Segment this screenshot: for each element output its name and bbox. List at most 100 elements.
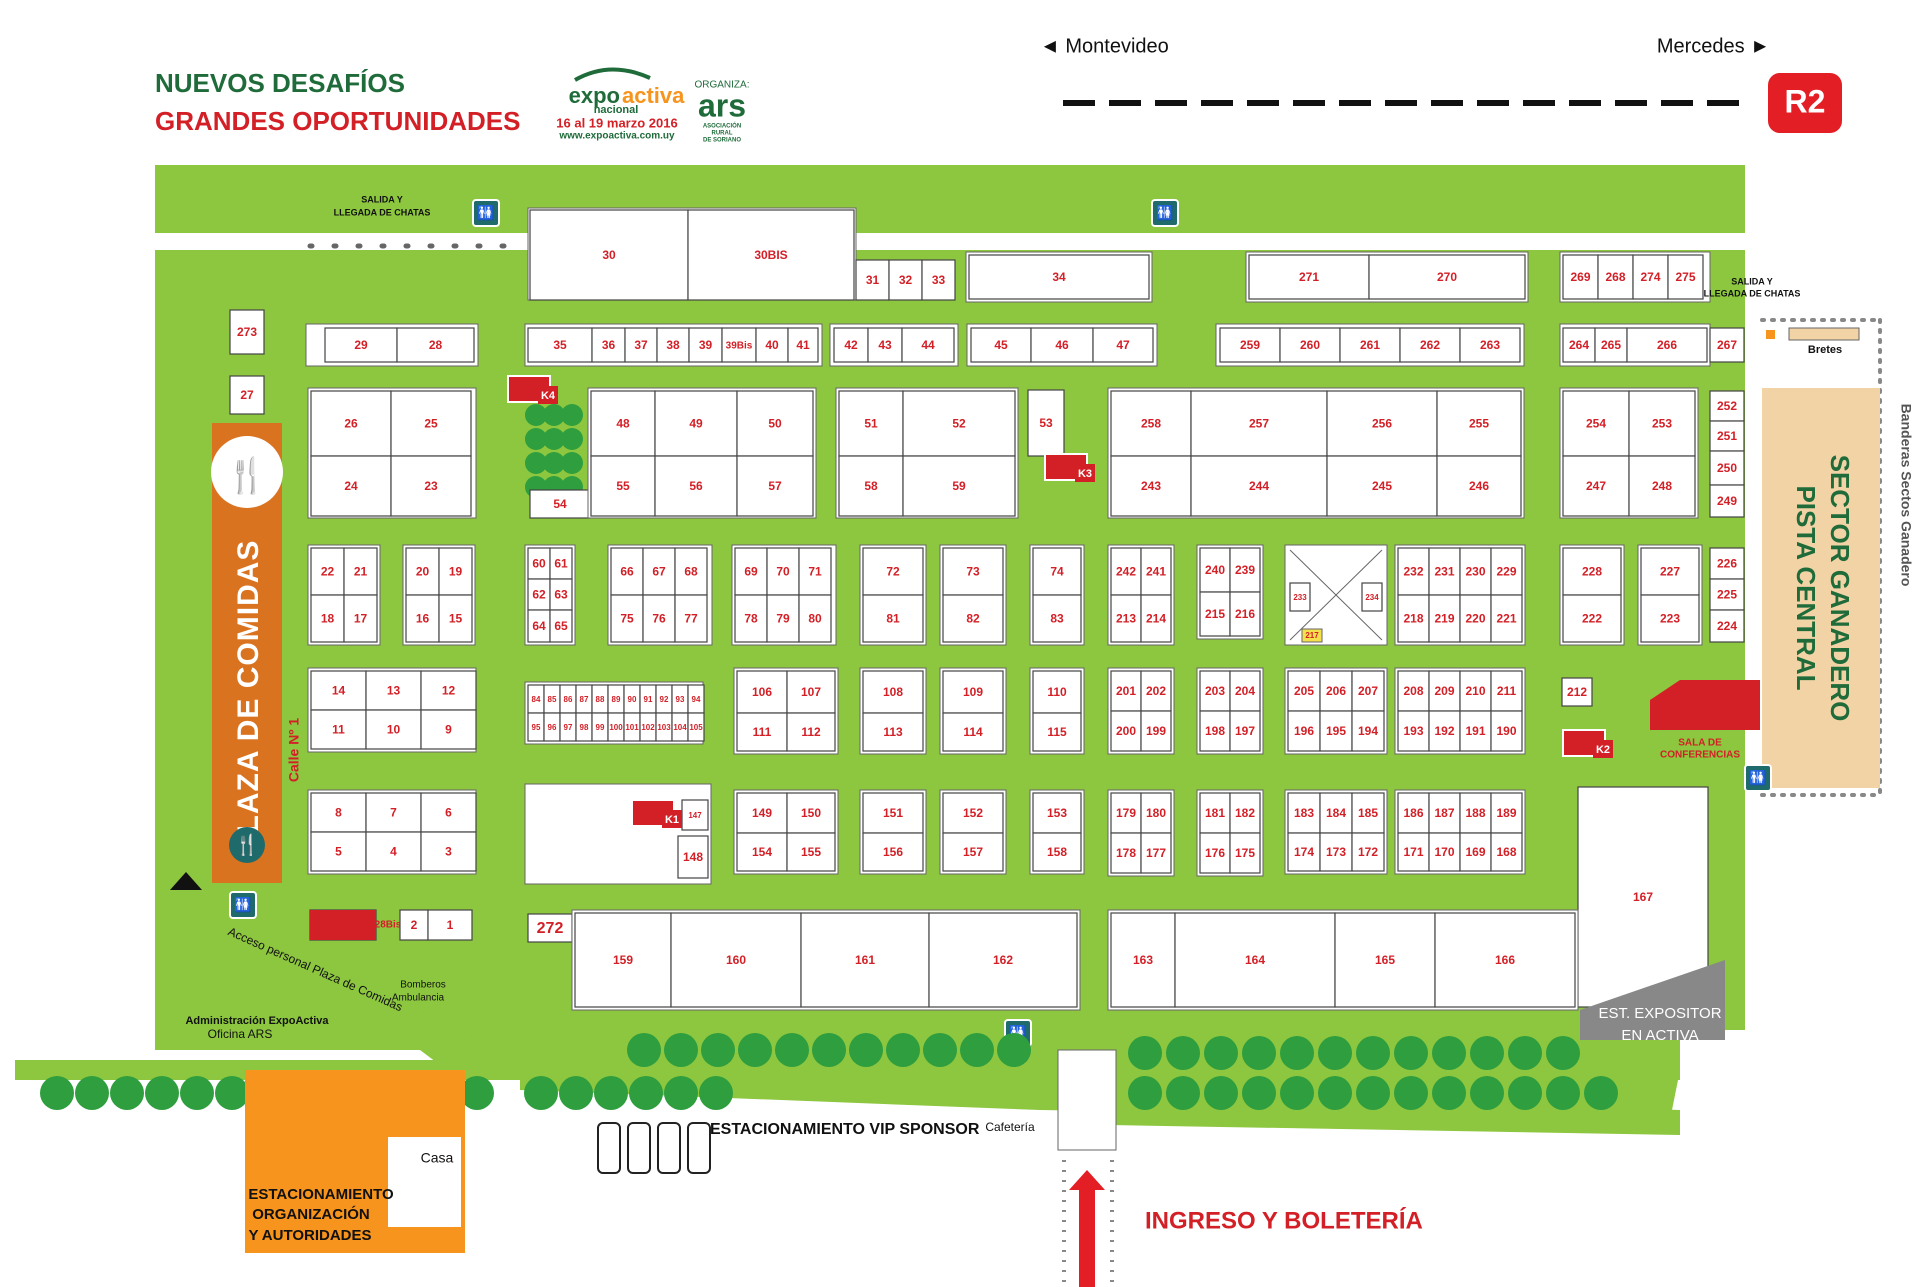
stand-box[interactable] bbox=[343, 594, 378, 643]
stand-39Bis[interactable]: 39Bis bbox=[721, 327, 757, 363]
stand-box[interactable] bbox=[1709, 327, 1745, 363]
stand-box[interactable] bbox=[1490, 710, 1523, 752]
stand-box[interactable] bbox=[1289, 582, 1311, 612]
stand-box[interactable] bbox=[862, 670, 924, 714]
stand-250[interactable]: 250 bbox=[1709, 450, 1745, 486]
stand-65[interactable]: 65 bbox=[549, 609, 573, 643]
stand-181[interactable]: 181 bbox=[1199, 792, 1231, 834]
stand-231[interactable]: 231 bbox=[1428, 547, 1461, 596]
stand-265[interactable]: 265 bbox=[1594, 327, 1628, 363]
stand-box[interactable] bbox=[1319, 670, 1353, 712]
stand-187[interactable]: 187 bbox=[1428, 792, 1461, 834]
stand-198[interactable]: 198 bbox=[1199, 710, 1231, 752]
stand-box[interactable] bbox=[420, 670, 477, 711]
stand-20[interactable]: 20 bbox=[405, 547, 440, 596]
stand-230[interactable]: 230 bbox=[1459, 547, 1492, 596]
stand-box[interactable] bbox=[1626, 327, 1708, 363]
stand-174[interactable]: 174 bbox=[1287, 832, 1321, 872]
stand-214[interactable]: 214 bbox=[1140, 594, 1172, 643]
stand-254[interactable]: 254 bbox=[1562, 390, 1630, 457]
stand-228[interactable]: 228 bbox=[1562, 547, 1622, 596]
stand-232[interactable]: 232 bbox=[1397, 547, 1430, 596]
stand-112[interactable]: 112 bbox=[786, 712, 836, 752]
stand-box[interactable] bbox=[721, 327, 757, 363]
stand-157[interactable]: 157 bbox=[942, 832, 1004, 872]
stand-224[interactable]: 224 bbox=[1709, 609, 1745, 643]
stand-box[interactable] bbox=[867, 327, 903, 363]
stand-8[interactable]: 8 bbox=[310, 792, 367, 833]
stand-169[interactable]: 169 bbox=[1459, 832, 1492, 872]
stand-box[interactable] bbox=[1229, 792, 1261, 834]
stand-240[interactable]: 240 bbox=[1199, 547, 1231, 593]
stand-96[interactable]: 96 bbox=[543, 712, 561, 742]
stand-box[interactable] bbox=[438, 594, 473, 643]
stand-48[interactable]: 48 bbox=[590, 390, 656, 457]
stand-box[interactable] bbox=[420, 831, 477, 872]
stand-160[interactable]: 160 bbox=[670, 912, 802, 1008]
stand-195[interactable]: 195 bbox=[1319, 710, 1353, 752]
stand-box[interactable] bbox=[399, 909, 429, 941]
stand-114[interactable]: 114 bbox=[942, 712, 1004, 752]
stand-189[interactable]: 189 bbox=[1490, 792, 1523, 834]
stand-261[interactable]: 261 bbox=[1339, 327, 1401, 363]
stand-box[interactable] bbox=[1667, 254, 1704, 300]
stand-box[interactable] bbox=[1319, 792, 1353, 834]
stand-213[interactable]: 213 bbox=[1110, 594, 1142, 643]
stand-173[interactable]: 173 bbox=[1319, 832, 1353, 872]
stand-box[interactable] bbox=[365, 670, 422, 711]
stand-245[interactable]: 245 bbox=[1326, 455, 1438, 517]
stand-210[interactable]: 210 bbox=[1459, 670, 1492, 712]
stand-202[interactable]: 202 bbox=[1140, 670, 1172, 712]
stand-45[interactable]: 45 bbox=[970, 327, 1032, 363]
stand-98[interactable]: 98 bbox=[575, 712, 593, 742]
stand-box[interactable] bbox=[527, 913, 573, 943]
stand-box[interactable] bbox=[529, 209, 689, 301]
stand-box[interactable] bbox=[427, 909, 473, 941]
stand-16[interactable]: 16 bbox=[405, 594, 440, 643]
stand-box[interactable] bbox=[1436, 455, 1522, 517]
stand-5[interactable]: 5 bbox=[310, 831, 367, 872]
stand-205[interactable]: 205 bbox=[1287, 670, 1321, 712]
stand-box[interactable] bbox=[1199, 591, 1231, 637]
stand-272[interactable]: 272 bbox=[527, 913, 573, 943]
stand-box[interactable] bbox=[590, 455, 656, 517]
stand-box[interactable] bbox=[766, 594, 800, 643]
stand-199[interactable]: 199 bbox=[1140, 710, 1172, 752]
stand-box[interactable] bbox=[390, 390, 472, 457]
stand-box[interactable] bbox=[1459, 832, 1492, 872]
stand-194[interactable]: 194 bbox=[1351, 710, 1385, 752]
stand-box[interactable] bbox=[1428, 670, 1461, 712]
stand-37[interactable]: 37 bbox=[624, 327, 658, 363]
stand-107[interactable]: 107 bbox=[786, 670, 836, 714]
stand-box[interactable] bbox=[1428, 710, 1461, 752]
stand-12[interactable]: 12 bbox=[420, 670, 477, 711]
stand-100[interactable]: 100 bbox=[607, 712, 625, 742]
stand-179[interactable]: 179 bbox=[1110, 792, 1142, 834]
stand-184[interactable]: 184 bbox=[1319, 792, 1353, 834]
stand-box[interactable] bbox=[1092, 327, 1154, 363]
stand-38[interactable]: 38 bbox=[656, 327, 690, 363]
stand-box[interactable] bbox=[1110, 594, 1142, 643]
stand-box[interactable] bbox=[798, 547, 832, 596]
stand-75[interactable]: 75 bbox=[610, 594, 644, 643]
stand-box[interactable] bbox=[1032, 832, 1082, 872]
stand-box[interactable] bbox=[1594, 327, 1628, 363]
stand-215[interactable]: 215 bbox=[1199, 591, 1231, 637]
stand-box[interactable] bbox=[1248, 254, 1370, 300]
stand-box[interactable] bbox=[1490, 832, 1523, 872]
stand-box[interactable] bbox=[734, 594, 768, 643]
stand-box[interactable] bbox=[310, 594, 345, 643]
stand-158[interactable]: 158 bbox=[1032, 832, 1082, 872]
stand-box[interactable] bbox=[310, 455, 392, 517]
stand-7[interactable]: 7 bbox=[365, 792, 422, 833]
stand-192[interactable]: 192 bbox=[1428, 710, 1461, 752]
stand-box[interactable] bbox=[862, 594, 924, 643]
stand-203[interactable]: 203 bbox=[1199, 670, 1231, 712]
stand-239[interactable]: 239 bbox=[1229, 547, 1261, 593]
stand-box[interactable] bbox=[656, 327, 690, 363]
stand-260[interactable]: 260 bbox=[1279, 327, 1341, 363]
stand-33[interactable]: 33 bbox=[921, 259, 956, 301]
stand-225[interactable]: 225 bbox=[1709, 578, 1745, 611]
stand-box[interactable] bbox=[642, 594, 676, 643]
stand-53[interactable]: 53 bbox=[1027, 389, 1065, 457]
